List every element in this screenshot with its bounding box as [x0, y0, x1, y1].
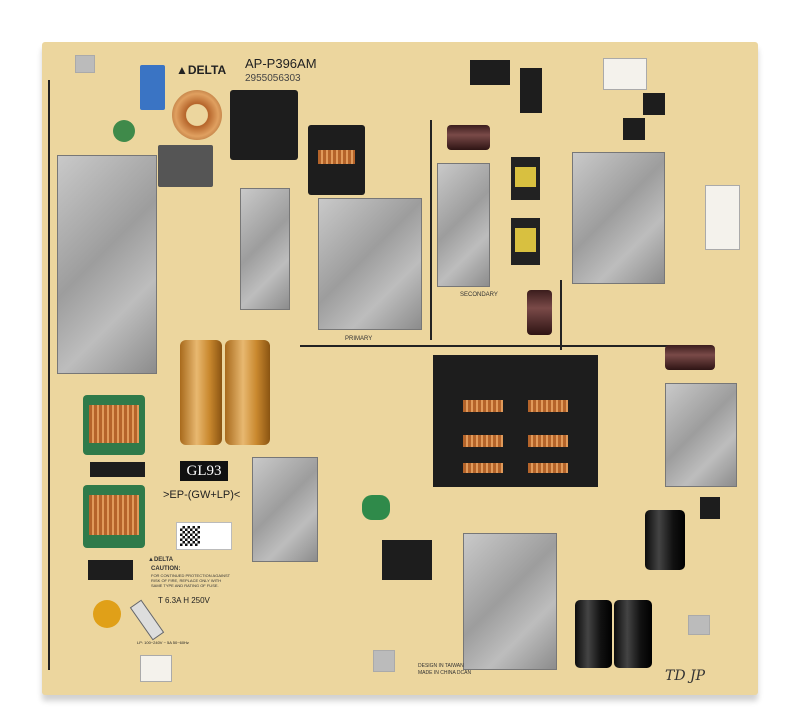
bridge-rectifier — [90, 462, 145, 477]
primary-label: PRIMARY — [345, 336, 373, 342]
capacitor — [665, 345, 715, 370]
bulk-capacitor — [180, 340, 222, 445]
input-rating: LP: 100~240V ~ 5A 50~60Hz — [137, 640, 189, 645]
capacitor — [645, 510, 685, 570]
capacitor — [614, 600, 652, 668]
trace-line — [430, 120, 432, 340]
caution-text: FOR CONTINUED PROTECTION AGAINST RISK OF… — [151, 573, 231, 588]
relay-block — [158, 145, 213, 187]
inductor — [511, 157, 540, 200]
power-input-connector — [140, 655, 172, 682]
heatsink — [665, 383, 737, 487]
secondary-label: SECONDARY — [460, 292, 498, 298]
connector — [705, 185, 740, 250]
part-number: 2955056303 — [245, 73, 301, 84]
main-transformer — [433, 355, 598, 487]
heatsink — [463, 533, 557, 670]
qr-label — [176, 522, 232, 550]
heatsink — [57, 155, 157, 374]
heatsink — [572, 152, 665, 284]
varistor — [113, 120, 135, 142]
bridge-rectifier — [88, 560, 133, 580]
design-origin: DESIGN IN TAIWAN — [418, 663, 464, 669]
inductor — [511, 218, 540, 265]
ic-package — [470, 60, 510, 85]
material-mark: >EP-(GW+LP)< — [163, 489, 241, 501]
trace-line — [48, 80, 50, 670]
fuse-rating: T 6.3A H 250V — [158, 596, 210, 605]
model-number: AP-P396AM — [245, 56, 317, 71]
transformer — [230, 90, 298, 160]
common-mode-choke — [83, 485, 145, 548]
connector — [603, 58, 647, 90]
toroid-inductor — [172, 90, 222, 140]
common-mode-choke — [83, 395, 145, 455]
capacitor — [575, 600, 612, 668]
film-capacitor — [362, 495, 390, 520]
regulator — [700, 497, 720, 519]
trace-line — [560, 280, 562, 350]
made-in: MADE IN CHINA DCAN — [418, 670, 472, 676]
mounting-clip — [373, 650, 395, 672]
mounting-clip — [75, 55, 95, 73]
caution-title: CAUTION: — [151, 566, 181, 572]
capacitor — [447, 125, 490, 150]
bulk-capacitor — [225, 340, 270, 445]
thermistor — [93, 600, 121, 628]
heatsink — [252, 457, 318, 562]
gl-label: GL93 — [180, 461, 228, 481]
ic-package — [382, 540, 432, 580]
regulator — [643, 93, 665, 115]
delta-small-logo: ▲DELTA — [148, 557, 174, 563]
trace-line — [300, 345, 700, 347]
ic-package — [520, 68, 542, 113]
handwritten-marking: TD JP — [665, 668, 706, 684]
x-capacitor — [140, 65, 165, 110]
mounting-clip — [688, 615, 710, 635]
heatsink — [437, 163, 490, 287]
capacitor — [527, 290, 552, 335]
heatsink — [240, 188, 290, 310]
delta-logo: ▲DELTA — [176, 63, 227, 77]
winding — [318, 150, 355, 164]
regulator — [623, 118, 645, 140]
heatsink — [318, 198, 422, 330]
